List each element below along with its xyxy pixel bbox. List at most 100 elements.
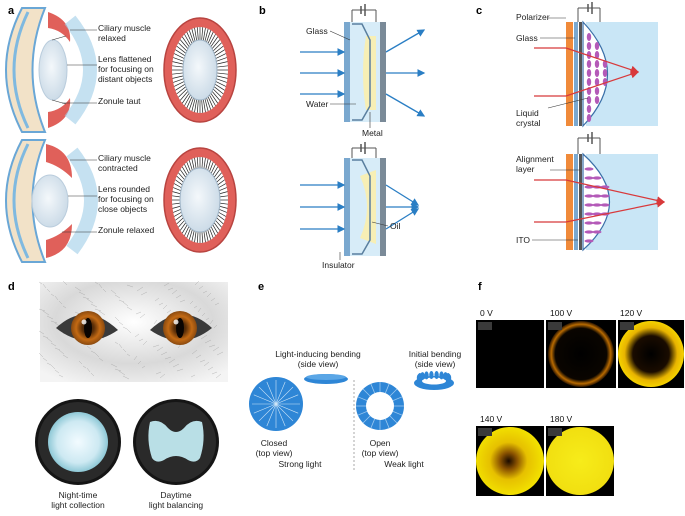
zonule-fiber <box>204 98 209 112</box>
zonule-fiber <box>175 179 183 186</box>
label-weak-light: Weak light <box>384 459 424 469</box>
zonule-fiber <box>191 98 196 112</box>
fur-stroke <box>58 300 63 305</box>
zonule-fiber <box>194 231 197 243</box>
lc-molecule <box>586 105 592 113</box>
zonule-fiber <box>179 39 189 50</box>
bent-petal <box>429 371 434 380</box>
zonule-fiber <box>173 187 181 192</box>
fur-stroke <box>46 337 53 343</box>
fur-stroke <box>212 346 220 352</box>
fur-stroke <box>54 295 59 301</box>
lc-molecule <box>594 51 600 59</box>
fur-stroke <box>209 319 214 325</box>
lc-molecule <box>586 78 592 86</box>
aperture-segment <box>384 418 390 429</box>
fur-stroke <box>118 321 124 326</box>
aperture-slit <box>253 394 277 405</box>
aperture-slit <box>275 403 294 422</box>
label-120V: 120 V <box>620 308 643 318</box>
fur-stroke <box>122 301 129 307</box>
fur-stroke <box>135 311 142 315</box>
zonule-fiber <box>219 191 228 195</box>
zonule-fiber <box>176 217 184 225</box>
zonule-fiber <box>212 42 222 52</box>
label-side-view-1: (side view) <box>298 359 339 369</box>
eye-relaxed-illustration <box>5 7 97 133</box>
panel-e-letter: e <box>258 281 264 293</box>
open-aperture-illustration <box>356 382 404 430</box>
lc-molecule <box>592 203 602 207</box>
zonule-fiber <box>176 86 187 95</box>
fur-stroke <box>94 352 100 358</box>
zonule-fiber <box>186 228 191 239</box>
fur-stroke <box>90 350 96 354</box>
fur-stroke <box>58 349 65 355</box>
zonule-fiber <box>216 61 228 65</box>
side-view-initial-bending <box>414 371 454 390</box>
zonule-fiber <box>181 36 190 48</box>
fur-stroke <box>207 366 214 371</box>
micrograph-100V <box>546 320 616 388</box>
label-water: Water <box>306 99 329 109</box>
zonule-fiber <box>215 53 227 59</box>
panel-d-letter: d <box>8 281 15 293</box>
label-side-view-2: (side view) <box>415 359 456 369</box>
panel-f-letter: f <box>478 281 482 293</box>
fur-stroke <box>206 292 212 298</box>
zonule-fiber <box>211 90 221 101</box>
fur-stroke <box>46 315 54 320</box>
fur-stroke <box>158 302 164 306</box>
zonule-fiber <box>210 226 216 236</box>
label-metal: Metal <box>362 128 383 138</box>
fur-stroke <box>114 368 122 372</box>
fur-stroke <box>42 357 48 362</box>
zonule-fiber <box>212 224 219 234</box>
zonule-fiber <box>209 94 216 106</box>
zonule-fiber <box>173 211 182 217</box>
label-lens-rounded-3: close objects <box>98 204 147 214</box>
zonule-fiber <box>212 166 219 176</box>
zonule-fiber <box>201 157 204 169</box>
fur-stroke <box>86 298 94 304</box>
zonule-fiber <box>178 42 188 52</box>
zonule-fiber <box>173 53 185 59</box>
zonule-fiber <box>184 226 190 236</box>
zonule-fiber <box>219 208 227 213</box>
zonule-fiber <box>181 224 188 234</box>
electrowetting-device-flat <box>300 4 426 128</box>
fur-stroke <box>195 354 202 359</box>
fur-stroke <box>194 280 200 286</box>
fur-stroke <box>38 308 46 312</box>
lc-molecule <box>602 60 608 68</box>
fur-stroke <box>38 330 45 335</box>
side-view-bent-disc <box>304 374 348 384</box>
label-ciliary-contracted-1: Ciliary muscle <box>98 153 151 163</box>
zonule-fiber <box>209 34 216 46</box>
zonule-fiber <box>207 96 214 109</box>
lc-molecule <box>592 194 602 198</box>
fur-stroke <box>114 341 119 345</box>
zonule-fiber <box>212 88 222 98</box>
zonule-fiber <box>194 27 198 41</box>
lc-molecule <box>584 221 594 225</box>
fur-stroke <box>154 297 160 302</box>
caption-night-1: Night-time <box>59 490 98 500</box>
caption-night-2: light collection <box>51 500 105 510</box>
fur-stroke <box>190 374 196 378</box>
fur-stroke <box>62 280 68 286</box>
fur-stroke <box>134 333 140 338</box>
zonule-fiber <box>175 214 183 221</box>
zonule-fiber <box>202 27 206 41</box>
fur-stroke <box>163 282 170 287</box>
aperture-segment <box>392 410 403 416</box>
zonule-fiber <box>172 191 181 195</box>
aperture-segment <box>389 388 398 397</box>
zonule-fiber <box>204 28 209 42</box>
zonule-fiber <box>215 172 222 180</box>
fur-stroke <box>142 340 148 346</box>
zonule-fiber <box>216 75 228 79</box>
label-ciliary-relaxed-2: relaxed <box>98 33 126 43</box>
zonule-fiber <box>172 202 181 205</box>
